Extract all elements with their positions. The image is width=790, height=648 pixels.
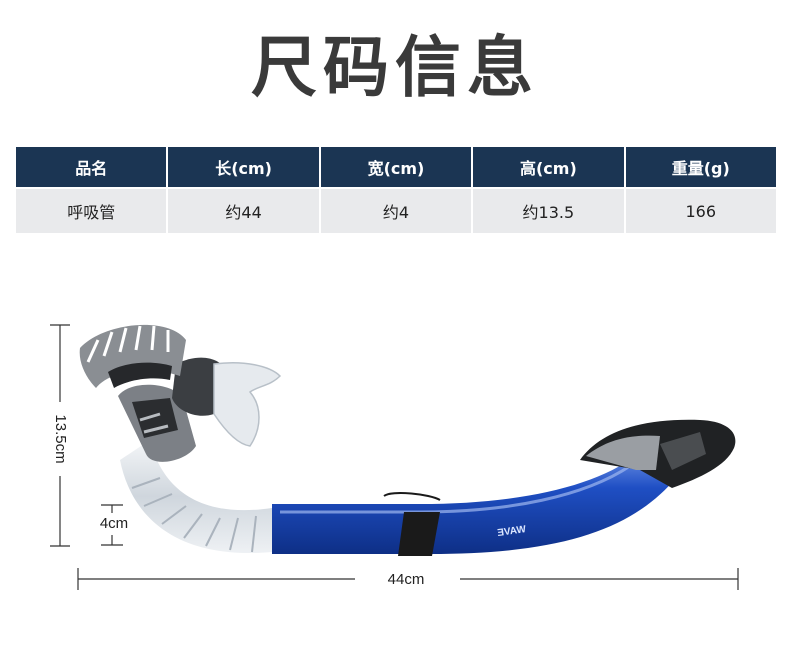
page-title: 尺码信息: [251, 29, 539, 106]
splash-guard: [580, 419, 736, 488]
header-height: 高(cm): [471, 145, 626, 189]
flex-hose: [120, 440, 272, 554]
header-length: 长(cm): [166, 145, 321, 189]
table-row: 呼吸管 约44 约4 约13.5 166: [13, 187, 779, 235]
height-label: 13.5cm: [52, 414, 69, 463]
strap-clip: [398, 512, 440, 556]
header-width: 宽(cm): [318, 145, 474, 189]
header-product-name: 品名: [13, 145, 169, 189]
length-label: 44cm: [388, 571, 425, 588]
width-dimension: 4cm: [100, 504, 128, 546]
table-header-row: 品名 长(cm) 宽(cm) 高(cm) 重量(g): [13, 145, 779, 189]
cell-length: 约44: [166, 187, 321, 235]
blue-tube: [272, 452, 676, 554]
mouthpiece: [172, 357, 282, 447]
size-table: 品名 长(cm) 宽(cm) 高(cm) 重量(g) 呼吸管 约44 约4 约1…: [13, 145, 779, 235]
length-dimension: 44cm: [77, 568, 739, 590]
cell-width: 约4: [318, 187, 474, 235]
snorkel-illustration: WAVE: [79, 324, 736, 556]
height-dimension: 13.5cm: [50, 324, 70, 547]
snorkel-diagram: 13.5cm 4cm 44cm WAVE: [50, 324, 739, 590]
brand-logo: WAVE: [496, 524, 526, 539]
header-weight: 重量(g): [623, 145, 779, 189]
cell-weight: 166: [623, 187, 779, 235]
cell-height: 约13.5: [471, 187, 626, 235]
width-label: 4cm: [100, 515, 128, 532]
top-comb: [79, 324, 186, 388]
cell-product-name: 呼吸管: [13, 187, 169, 235]
